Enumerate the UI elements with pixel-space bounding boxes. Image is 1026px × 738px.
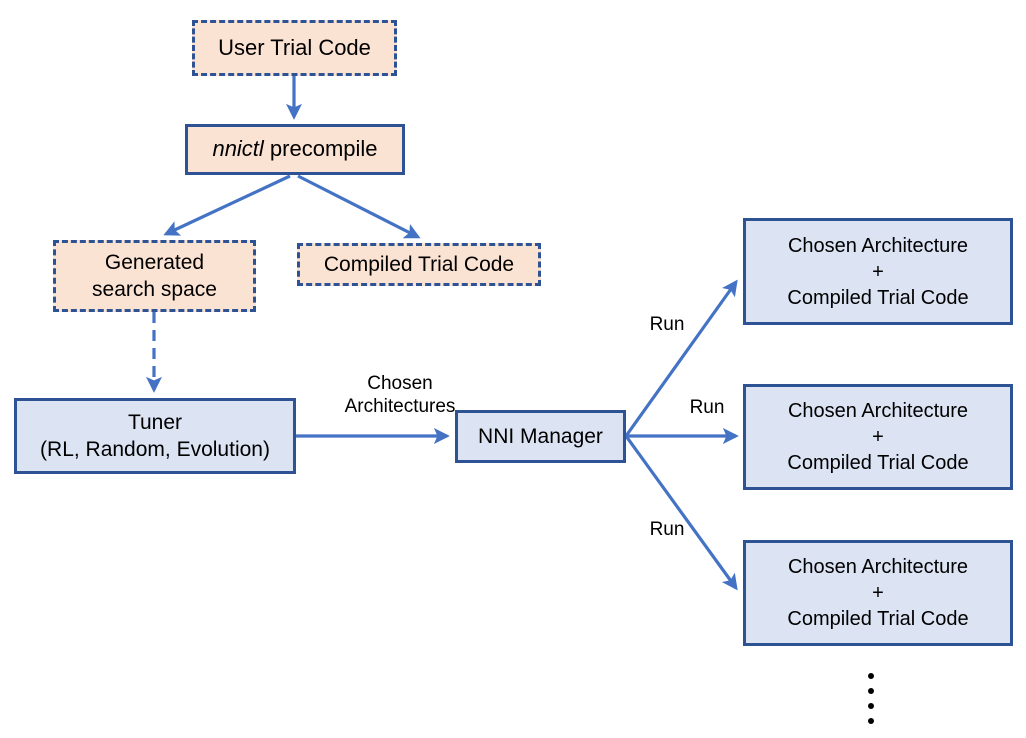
node-trial-3[interactable]: Chosen Architecture + Compiled Trial Cod… (743, 540, 1013, 646)
edge-nnictl-to-compiledcode (297, 174, 421, 239)
node-user-trial-code[interactable]: User Trial Code (192, 20, 397, 76)
ellipsis-dot (868, 718, 874, 724)
node-nnictl-precompile-label-italic: nnictl (212, 136, 264, 162)
edge-label-run-3: Run (649, 519, 685, 540)
node-nnictl-precompile[interactable]: nnictl precompile (185, 124, 405, 175)
edge-label-chosen-architectures: Chosen Architectures (344, 373, 456, 418)
node-trial-1[interactable]: Chosen Architecture + Compiled Trial Cod… (743, 218, 1013, 325)
edge-nnictl-to-searchspace (163, 174, 291, 236)
edge-label-run-2: Run (689, 397, 725, 418)
ellipsis-dot (868, 688, 874, 694)
ellipsis-dot (868, 673, 874, 679)
node-generated-search-space[interactable]: Generated search space (53, 240, 256, 312)
node-nnictl-precompile-label-rest: precompile (263, 136, 378, 162)
node-trial-1-label: Chosen Architecture + Compiled Trial Cod… (787, 234, 969, 309)
node-nni-manager[interactable]: NNI Manager (455, 410, 626, 463)
more-trials-ellipsis-icon (866, 673, 876, 724)
node-trial-2-label: Chosen Architecture + Compiled Trial Cod… (787, 400, 969, 474)
node-tuner-label: Tuner (RL, Random, Evolution) (40, 410, 270, 461)
node-tuner[interactable]: Tuner (RL, Random, Evolution) (14, 398, 296, 474)
node-generated-search-space-label: Generated search space (92, 250, 217, 301)
edge-nnimanager-to-trial3 (624, 435, 738, 591)
edge-label-run-1: Run (649, 314, 685, 335)
ellipsis-dot (868, 703, 874, 709)
node-trial-3-label: Chosen Architecture + Compiled Trial Cod… (787, 556, 969, 630)
node-nni-manager-label: NNI Manager (478, 424, 603, 448)
node-compiled-trial-code[interactable]: Compiled Trial Code (297, 243, 541, 286)
node-trial-2[interactable]: Chosen Architecture + Compiled Trial Cod… (743, 384, 1013, 490)
node-nnictl-precompile-label: nnictl precompile (188, 135, 402, 164)
node-user-trial-code-label: User Trial Code (218, 34, 371, 60)
node-compiled-trial-code-label: Compiled Trial Code (323, 252, 515, 276)
